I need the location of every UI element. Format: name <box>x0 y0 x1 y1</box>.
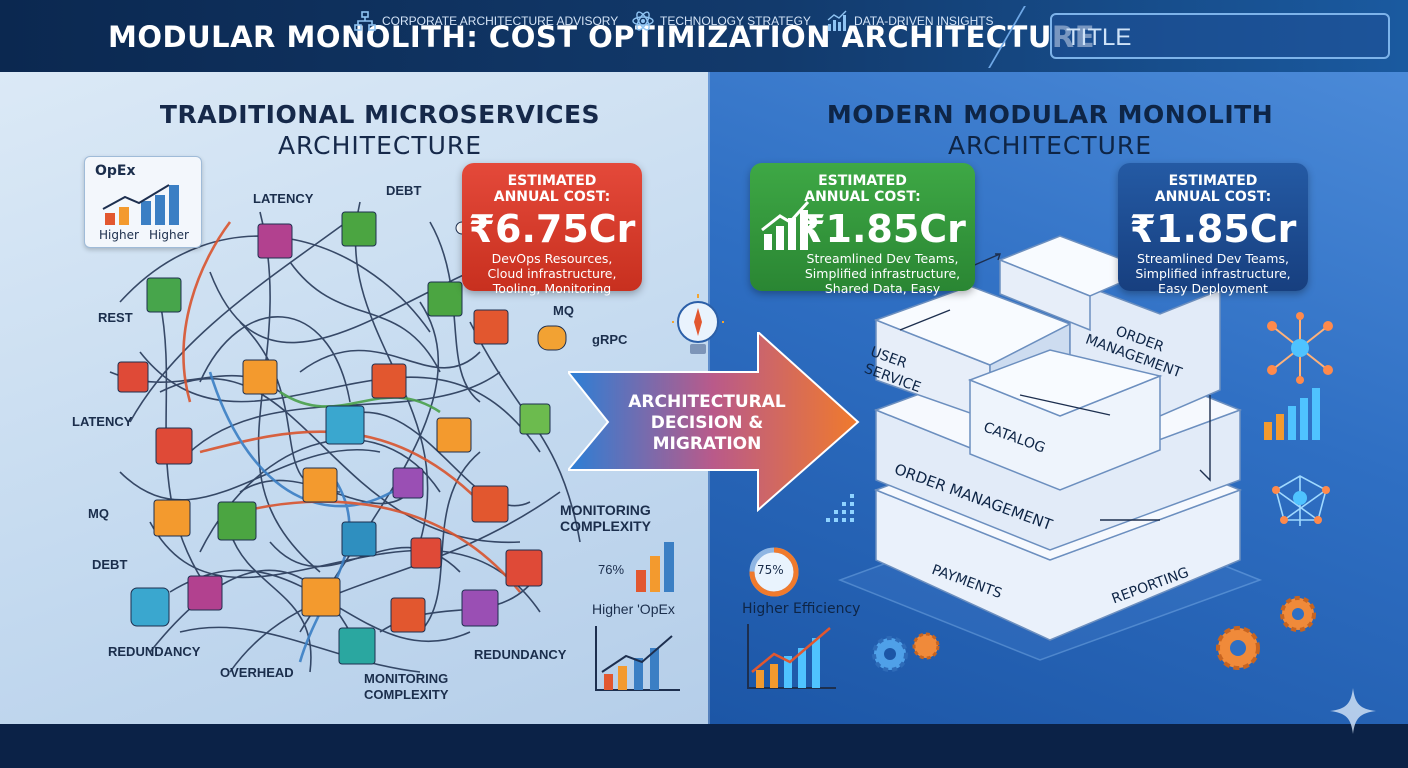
opex-label-b: Higher <box>149 228 189 242</box>
title-box-label: TITLE <box>1066 24 1132 51</box>
cost-tag-desc-line1: DevOps Resources, <box>491 251 613 266</box>
label-mq-right: MQ <box>553 303 574 318</box>
footer-item-advisory[interactable]: CORPORATE ARCHITECTURE ADVISORY <box>382 14 619 28</box>
label-latency-top: LATENCY <box>253 191 314 206</box>
arrow-line1: ARCHITECTURAL <box>628 392 786 412</box>
growth-chart-icon <box>761 200 810 250</box>
cost-tag-label-line2: ANNUAL COST: <box>493 189 611 205</box>
footer-item-strategy[interactable]: TECHNOLOGY STRATEGY <box>660 14 811 28</box>
monolith-cost-tag-blue: ESTIMATED ANNUAL COST: ₹1.85Cr Streamlin… <box>1118 163 1308 296</box>
arrow-line3: MIGRATION <box>652 434 762 454</box>
cost-tag-label-line1: ESTIMATED <box>507 173 597 189</box>
blue-tag-desc-line2: Simplified infrastructure, <box>1135 266 1291 281</box>
label-monitoring-right: MONITORING <box>560 502 651 518</box>
opex-bar-icon <box>636 542 674 592</box>
service-cubes <box>117 211 567 665</box>
cost-tag-amount: ₹6.75Cr <box>468 207 636 251</box>
label-redundancy-left: REDUNDANCY <box>108 644 201 659</box>
blue-tag-amount: ₹1.85Cr <box>1129 207 1297 251</box>
analytics-chart-icon <box>827 10 847 31</box>
opex-trend-chart-icon <box>595 626 680 691</box>
org-chart-icon <box>354 11 376 31</box>
green-tag-desc-line1: Streamlined Dev Teams, <box>806 251 959 266</box>
label-latency-left: LATENCY <box>72 414 133 429</box>
monolith-heading-line2: ARCHITECTURE <box>947 131 1153 160</box>
lightbulb-icon <box>672 294 724 354</box>
blue-tag-desc-line3: Easy Deployment <box>1158 281 1268 296</box>
microservices-cost-tag: ESTIMATED ANNUAL COST: ₹6.75Cr DevOps Re… <box>462 163 642 296</box>
microservices-heading-line2: ARCHITECTURE <box>277 131 483 160</box>
gear-left-icon <box>872 632 940 672</box>
label-mq-left: MQ <box>88 506 109 521</box>
label-rest: REST <box>98 310 133 325</box>
label-complexity-right: COMPLEXITY <box>560 518 652 534</box>
bar-chart-icon <box>1264 388 1320 440</box>
label-debt-top: DEBT <box>386 183 422 198</box>
microservices-network-diagram <box>109 201 581 673</box>
blue-tag-label-line1: ESTIMATED <box>1168 173 1258 189</box>
blue-tag-label-line2: ANNUAL COST: <box>1154 189 1272 205</box>
data-dots-icon <box>826 494 854 522</box>
blue-tag-desc-line1: Streamlined Dev Teams, <box>1137 251 1289 266</box>
opex-stat-label: Higher 'OpEx <box>592 601 675 617</box>
title-box[interactable]: TITLE <box>1050 13 1390 59</box>
network-hub-icon <box>1267 312 1333 384</box>
label-debt-left: DEBT <box>92 557 128 572</box>
label-monitoring-bottom: MONITORING <box>364 671 449 686</box>
efficiency-trend-chart-icon <box>747 624 836 689</box>
sparkle-icon <box>1330 688 1376 734</box>
cost-tag-desc-line3: Tooling, Monitoring <box>492 281 612 296</box>
label-overhead: OVERHEAD <box>220 665 294 680</box>
label-grpc: gRPC <box>592 332 628 347</box>
footer-bar <box>0 724 1408 768</box>
opex-label-a: Higher <box>99 228 139 242</box>
opex-stat-percent: 76% <box>598 562 625 577</box>
header-bar: MODULAR MONOLITH: COST OPTIMIZATION ARCH… <box>0 0 1408 72</box>
network-mesh-icon <box>1272 475 1330 526</box>
monolith-cost-tag-green: ESTIMATED ANNUAL COST: ₹1.85Cr Streamlin… <box>750 163 975 296</box>
green-tag-amount: ₹1.85Cr <box>799 207 966 251</box>
opex-card-title: OpEx <box>95 163 136 179</box>
migration-arrow <box>568 332 860 512</box>
atom-icon <box>632 11 654 31</box>
microservices-heading-line1: TRADITIONAL MICROSERVICES <box>159 100 601 129</box>
efficiency-gauge <box>749 547 799 597</box>
microservices-heading: TRADITIONAL MICROSERVICES ARCHITECTURE <box>130 100 630 160</box>
efficiency-percent: 75% <box>757 563 784 577</box>
cost-tag-desc-line2: Cloud infrastructure, <box>487 266 617 281</box>
opex-card: OpEx Higher Higher <box>84 156 202 248</box>
monolith-heading-line1: MODERN MODULAR MONOLITH <box>826 100 1274 129</box>
green-tag-label-line2: ANNUAL COST: <box>804 189 921 205</box>
opex-bar-chart-icon <box>102 184 179 225</box>
gear-cluster-icon <box>1216 596 1316 670</box>
monolith-heading: MODERN MODULAR MONOLITH ARCHITECTURE <box>800 100 1300 160</box>
page-title: MODULAR MONOLITH: COST OPTIMIZATION ARCH… <box>108 20 1096 54</box>
efficiency-label: Higher Efficiency <box>742 601 861 617</box>
green-tag-label-line1: ESTIMATED <box>818 173 907 189</box>
label-redundancy-right: REDUNDANCY <box>474 647 567 662</box>
label-complexity-bottom: COMPLEXITY <box>364 687 449 702</box>
green-tag-desc-line2: Simplified infrastructure, <box>804 266 961 281</box>
migration-arrow-label: ARCHITECTURAL DECISION & MIGRATION <box>612 392 802 455</box>
monolith-module-stack <box>837 235 1263 661</box>
green-tag-desc-line3: Shared Data, Easy <box>824 281 941 296</box>
arrow-line2: DECISION & <box>650 413 764 433</box>
footer-item-insights[interactable]: DATA-DRIVEN INSIGHTS <box>854 14 994 28</box>
